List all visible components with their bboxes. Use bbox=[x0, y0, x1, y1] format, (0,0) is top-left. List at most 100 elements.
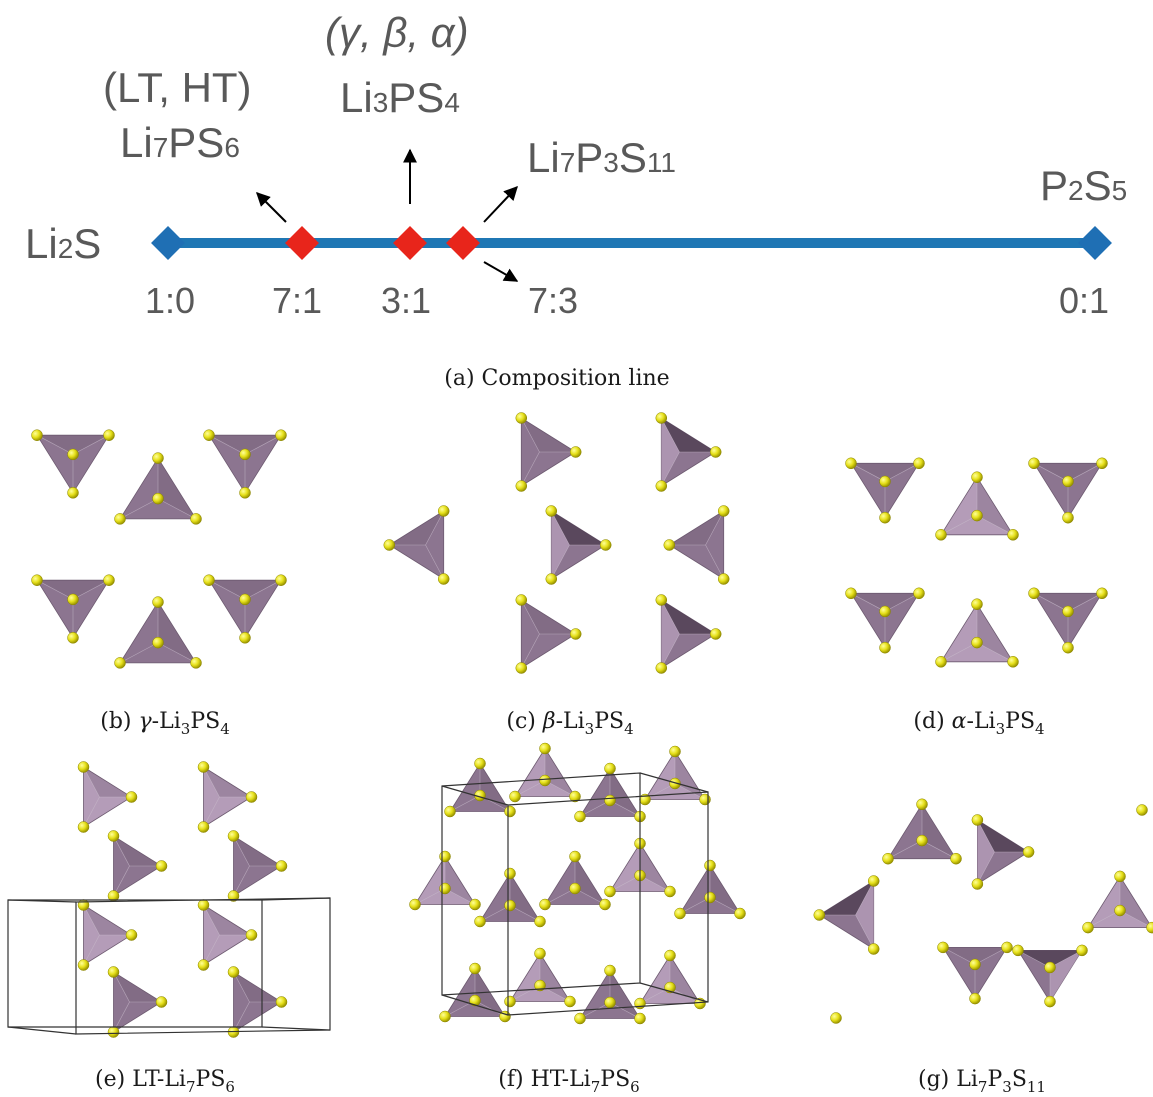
sulfur-atom bbox=[504, 805, 516, 818]
sulfur-atom bbox=[539, 774, 551, 787]
sulfur-atom bbox=[916, 798, 928, 811]
compound-3-1-marker bbox=[393, 226, 427, 260]
sulfur-atom bbox=[913, 457, 925, 470]
sulfur-atom bbox=[1007, 656, 1019, 668]
sulfur-atom bbox=[664, 885, 676, 898]
sulfur-atom bbox=[474, 915, 486, 928]
sulfur-atom bbox=[599, 539, 612, 551]
sulfur-atom bbox=[439, 850, 451, 863]
caption-a: (a) Composition line bbox=[444, 366, 669, 391]
unit-cell-lt-li7ps6 bbox=[7, 897, 331, 1035]
sulfur-atom bbox=[1062, 605, 1074, 618]
sulfur-atom bbox=[152, 492, 164, 505]
sulfur-atom bbox=[604, 794, 616, 807]
sulfur-atom bbox=[569, 628, 582, 640]
sulfur-atom bbox=[717, 573, 730, 585]
sulfur-atom bbox=[1062, 475, 1074, 488]
sulfur-atom bbox=[437, 505, 450, 517]
structure-panels bbox=[31, 412, 1153, 1038]
sulfur-atom bbox=[969, 992, 981, 1005]
ps4-tetrahedron bbox=[107, 966, 168, 1038]
caption-g: (g) Li7P3S11 bbox=[918, 1067, 1046, 1096]
sulfur-atom bbox=[655, 662, 668, 674]
sulfur-atom bbox=[704, 891, 716, 904]
sulfur-atom bbox=[504, 899, 516, 912]
compound-7-1-marker bbox=[285, 226, 319, 260]
sulfur-atom bbox=[103, 574, 115, 586]
sulfur-atom bbox=[152, 596, 164, 608]
sulfur-atom bbox=[444, 805, 456, 818]
sulfur-atom bbox=[114, 513, 126, 525]
sulfur-atom bbox=[1114, 870, 1126, 883]
sulfur-atom bbox=[971, 509, 983, 522]
unit-cell-ht-li7ps6 bbox=[441, 772, 709, 1016]
sulfur-atom bbox=[534, 915, 546, 928]
sulfur-atom bbox=[155, 860, 168, 872]
sulfur-atom bbox=[879, 605, 891, 618]
arrow-7-1 bbox=[256, 192, 287, 223]
sulfur-atom bbox=[950, 852, 962, 865]
ps4-tetrahedron bbox=[77, 761, 138, 833]
sulfur-atom bbox=[664, 949, 676, 962]
endpoint-p2s5-label: P2S5 bbox=[1040, 162, 1127, 209]
arrow-7-3-up bbox=[483, 185, 518, 223]
sulfur-atom bbox=[67, 448, 79, 461]
sulfur-atom bbox=[515, 412, 528, 424]
sulfur-atom bbox=[674, 907, 686, 920]
sulfur-atom bbox=[734, 907, 746, 920]
ratio-label-3-1: 3:1 bbox=[381, 280, 431, 321]
sulfur-atom bbox=[1076, 944, 1088, 957]
sulfur-atom bbox=[197, 821, 210, 833]
sulfur-atom bbox=[971, 814, 984, 826]
sulfur-atom bbox=[709, 628, 722, 640]
sulfur-atom bbox=[539, 742, 551, 755]
sulfur-atom bbox=[67, 487, 79, 499]
sulfur-atom bbox=[1044, 961, 1056, 974]
sulfur-atom bbox=[1146, 921, 1153, 934]
sulfur-atom bbox=[604, 964, 616, 977]
ps4-tetrahedron bbox=[474, 867, 546, 928]
sulfur-atom bbox=[152, 636, 164, 649]
sulfur-atom bbox=[599, 898, 611, 911]
ps4-tetrahedron bbox=[882, 798, 962, 865]
sulfur-atom bbox=[504, 995, 516, 1008]
sulfur-atom bbox=[569, 790, 581, 803]
sulfur-atom bbox=[709, 446, 722, 458]
sulfur-atom bbox=[867, 943, 880, 955]
sulfur-atom bbox=[845, 457, 857, 470]
compound-7-1-formula: Li7PS6 bbox=[120, 119, 240, 166]
sulfur-atom bbox=[704, 859, 716, 872]
sulfur-atom bbox=[845, 587, 857, 600]
sulfur-atom bbox=[275, 429, 287, 441]
sulfur-atom bbox=[275, 574, 287, 586]
sulfur-atom bbox=[916, 834, 928, 847]
arrow-7-3-down bbox=[483, 261, 519, 282]
sulfur-atom bbox=[1136, 804, 1148, 816]
sulfur-atom bbox=[604, 885, 616, 898]
caption-f: (f) HT-Li7PS6 bbox=[498, 1067, 639, 1096]
caption-e: (e) LT-Li7PS6 bbox=[95, 1067, 235, 1096]
ps4-tetrahedron bbox=[77, 899, 138, 971]
sulfur-atom bbox=[239, 632, 251, 644]
sulfur-atom bbox=[604, 762, 616, 775]
ps4-tetrahedron bbox=[545, 505, 612, 585]
sulfur-atom bbox=[107, 830, 120, 842]
sulfur-atom bbox=[245, 791, 258, 803]
ps4-tetrahedron bbox=[509, 742, 581, 803]
sulfur-atom bbox=[203, 574, 215, 586]
sulfur-atom bbox=[879, 511, 891, 524]
sulfur-atom bbox=[125, 791, 138, 803]
sulfur-atom bbox=[634, 1012, 646, 1025]
sulfur-atom bbox=[152, 452, 164, 464]
sulfur-atom bbox=[409, 898, 421, 911]
ps4-tetrahedron bbox=[574, 762, 646, 823]
ps4-tetrahedron bbox=[504, 947, 576, 1008]
endpoint-p2s5-marker bbox=[1078, 226, 1112, 260]
ps4-tetrahedron bbox=[227, 966, 288, 1038]
sulfur-atom bbox=[515, 480, 528, 492]
ps4-tetrahedron bbox=[845, 457, 925, 524]
sulfur-atom bbox=[534, 979, 546, 992]
sulfur-atom bbox=[1044, 995, 1056, 1008]
sulfur-atom bbox=[655, 594, 668, 606]
